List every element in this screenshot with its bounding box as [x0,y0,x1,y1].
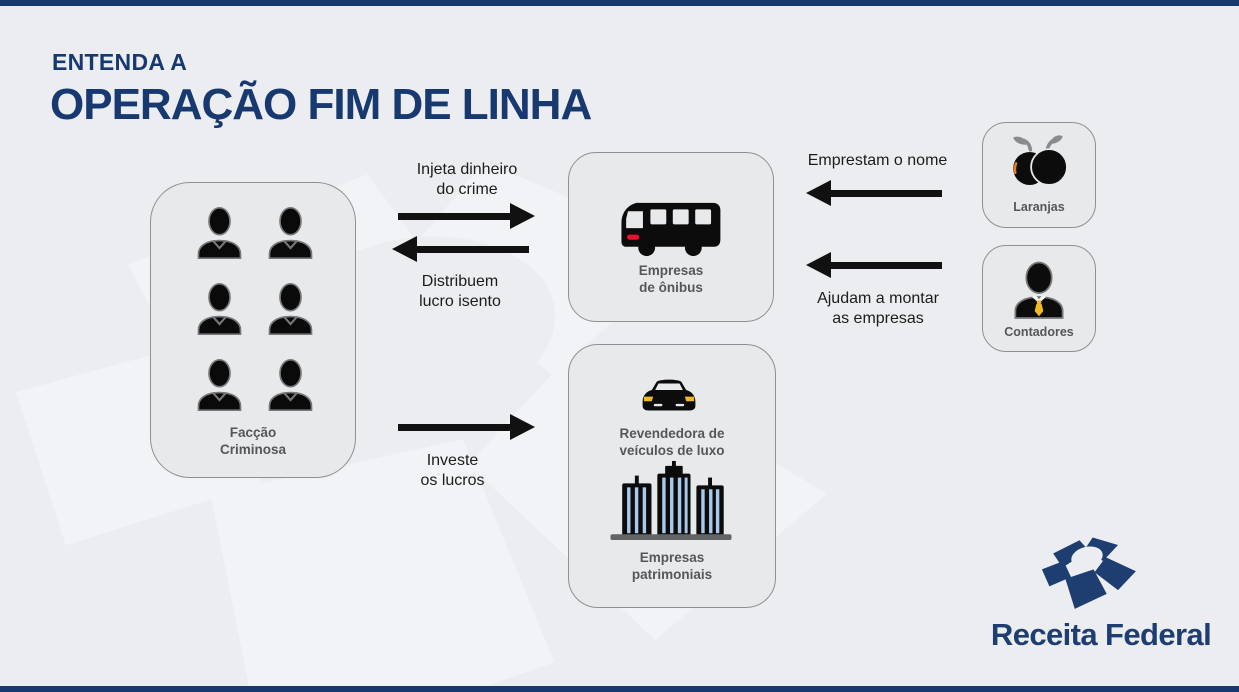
page-title: OPERAÇÃO FIM DE LINHA [50,80,592,129]
faccao-label: Facção Criminosa [219,425,287,458]
ajudam-label: Ajudam a montar as empresas [817,290,939,327]
revendedora-label: Revendedora de veículos de luxo [619,426,725,459]
person-silhouette-icon [197,358,242,412]
luxury-car-icon [642,379,696,411]
person-silhouette-icon [268,282,313,336]
node-faccao-criminosa [150,182,356,478]
contadores-label: Contadores [1004,325,1074,339]
kicker-text: ENTENDA A [52,49,188,75]
laranjas-label: Laranjas [1013,200,1065,214]
receita-federal-emblem-icon [1041,537,1136,609]
receita-federal-wordmark: Receita Federal [990,617,1212,652]
distribuem-label: Distribuem lucro isento [419,273,501,310]
person-silhouette-icon [268,358,313,412]
investe-label: Investe os lucros [420,452,485,489]
person-silhouette-icon [197,206,242,260]
oranges-icon [1013,135,1068,186]
person-group [196,202,314,416]
top-edge-bar [0,0,1239,6]
patrimoniais-label: Empresas patrimoniais [631,550,713,583]
buildings-icon [610,460,732,541]
bus-icon [621,202,721,257]
accountant-icon [1014,261,1064,319]
emprestam-label: Emprestam o nome [807,152,948,169]
person-silhouette-icon [197,282,242,336]
onibus-label: Empresas de ônibus [638,263,704,296]
injeta-label: Injeta dinheiro do crime [416,161,518,198]
person-silhouette-icon [268,206,313,260]
bottom-edge-bar [0,686,1239,692]
